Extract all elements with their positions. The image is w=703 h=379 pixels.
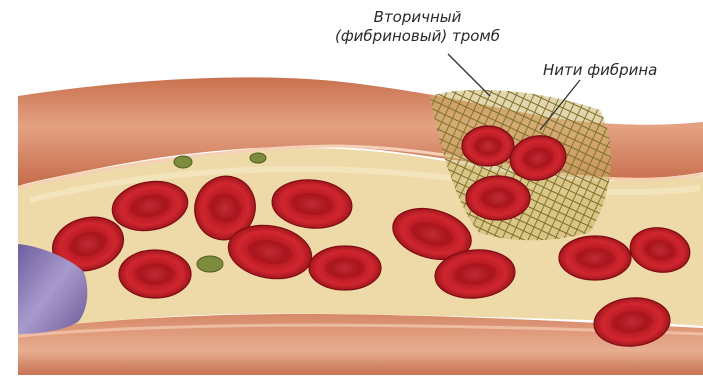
- red-blood-cell: [462, 126, 514, 166]
- platelet: [174, 156, 192, 168]
- red-blood-cell: [119, 250, 191, 298]
- label-secondary-thrombus-line2: (фибриновый) тромб: [335, 27, 500, 46]
- label-secondary-thrombus: Вторичный (фибриновый) тромб: [335, 8, 500, 46]
- red-blood-cell: [559, 236, 631, 280]
- red-blood-cell: [309, 246, 381, 290]
- label-secondary-thrombus-line1: Вторичный: [335, 8, 500, 27]
- leader-line-thrombus: [448, 54, 490, 96]
- platelet: [250, 153, 266, 163]
- red-blood-cell: [466, 176, 530, 220]
- platelet: [197, 256, 223, 272]
- label-fibrin-threads: Нити фибрина: [543, 61, 657, 80]
